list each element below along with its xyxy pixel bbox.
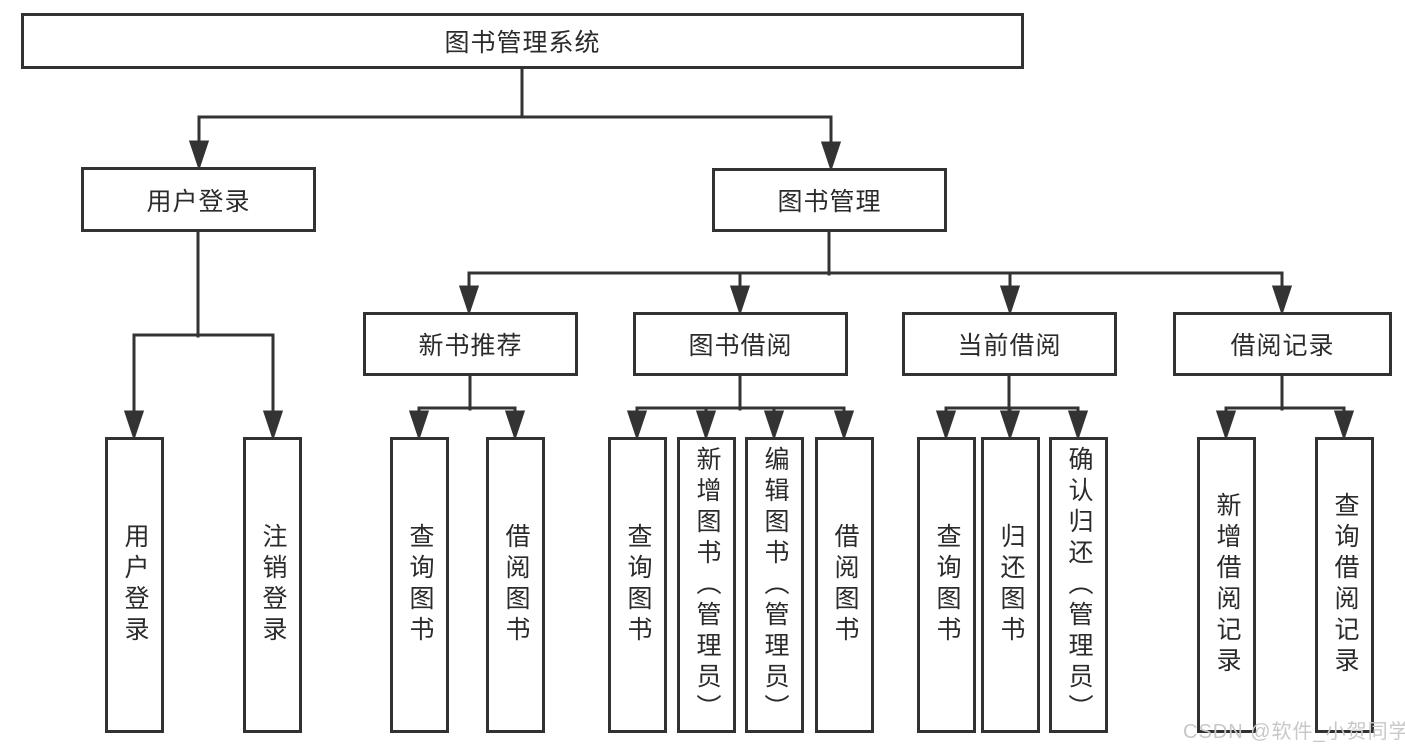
node-label: 查询图书 [406, 523, 434, 647]
arrowhead-icon [695, 410, 717, 441]
arrowhead-icon [820, 141, 842, 172]
arrowhead-icon [626, 410, 648, 441]
node-label: 用户登录 [146, 187, 251, 216]
node-label: 新增图书（管理员） [693, 445, 721, 725]
arrowhead-icon [1333, 410, 1355, 441]
leaf-query-books-recommend: 查询图书 [390, 437, 449, 733]
node-label: 查询图书 [624, 523, 652, 647]
node-book-management: 图书管理 [712, 168, 947, 232]
node-label: 查询借阅记录 [1331, 492, 1359, 678]
arrowhead-icon [935, 410, 957, 441]
node-label: 图书管理系统 [444, 29, 601, 57]
arrowhead-icon [1271, 285, 1293, 316]
node-label: 借阅图书 [502, 523, 530, 647]
arrowhead-icon [999, 285, 1021, 316]
node-book-borrowing: 图书借阅 [633, 312, 848, 376]
node-label: 新书推荐 [418, 332, 523, 360]
leaf-query-borrow-record: 查询借阅记录 [1315, 437, 1374, 733]
arrowhead-icon [188, 140, 210, 171]
node-label: 图书管理 [777, 188, 882, 216]
leaf-add-books-admin: 新增图书（管理员） [677, 437, 736, 733]
leaf-borrow-books-recommend: 借阅图书 [486, 437, 545, 733]
node-label: 归还图书 [997, 523, 1025, 647]
node-label: 借阅图书 [831, 523, 859, 647]
node-label: 借阅记录 [1230, 332, 1335, 360]
leaf-borrow-books: 借阅图书 [815, 437, 874, 733]
leaf-user-login: 用户登录 [105, 437, 164, 733]
arrowhead-icon [408, 410, 430, 441]
arrowhead-icon [458, 285, 480, 316]
node-user-login: 用户登录 [81, 167, 316, 232]
arrowhead-icon [262, 410, 284, 441]
csdn-watermark: CSDN @软件_小贺同学 [1183, 721, 1405, 743]
arrowhead-icon [729, 285, 751, 316]
leaf-query-books-current: 查询图书 [917, 437, 976, 733]
arrowhead-icon [504, 410, 526, 441]
node-borrow-records: 借阅记录 [1173, 312, 1392, 376]
arrowhead-icon [833, 410, 855, 441]
arrowhead-icon [1067, 410, 1089, 441]
node-label: 编辑图书（管理员） [761, 445, 789, 725]
node-label: 查询图书 [933, 523, 961, 647]
leaf-confirm-return-admin: 确认归还（管理员） [1049, 437, 1108, 733]
leaf-query-books-borrowing: 查询图书 [608, 437, 667, 733]
node-new-book-recommend: 新书推荐 [363, 312, 578, 376]
node-label: 确认归还（管理员） [1065, 445, 1093, 725]
leaf-edit-books-admin: 编辑图书（管理员） [745, 437, 804, 733]
arrowhead-icon [123, 410, 145, 441]
node-label: 图书借阅 [688, 332, 793, 360]
node-current-borrowing: 当前借阅 [902, 312, 1117, 376]
node-label: 注销登录 [259, 523, 287, 647]
arrowhead-icon [1215, 410, 1237, 441]
arrowhead-icon [763, 410, 785, 441]
node-label: 用户登录 [121, 523, 149, 647]
leaf-logout: 注销登录 [243, 437, 302, 733]
node-label: 新增借阅记录 [1213, 492, 1241, 678]
node-library-system: 图书管理系统 [21, 13, 1024, 69]
node-label: 当前借阅 [957, 332, 1062, 360]
arrowhead-icon [999, 410, 1021, 441]
leaf-add-borrow-record: 新增借阅记录 [1197, 437, 1256, 733]
leaf-return-books: 归还图书 [981, 437, 1040, 733]
